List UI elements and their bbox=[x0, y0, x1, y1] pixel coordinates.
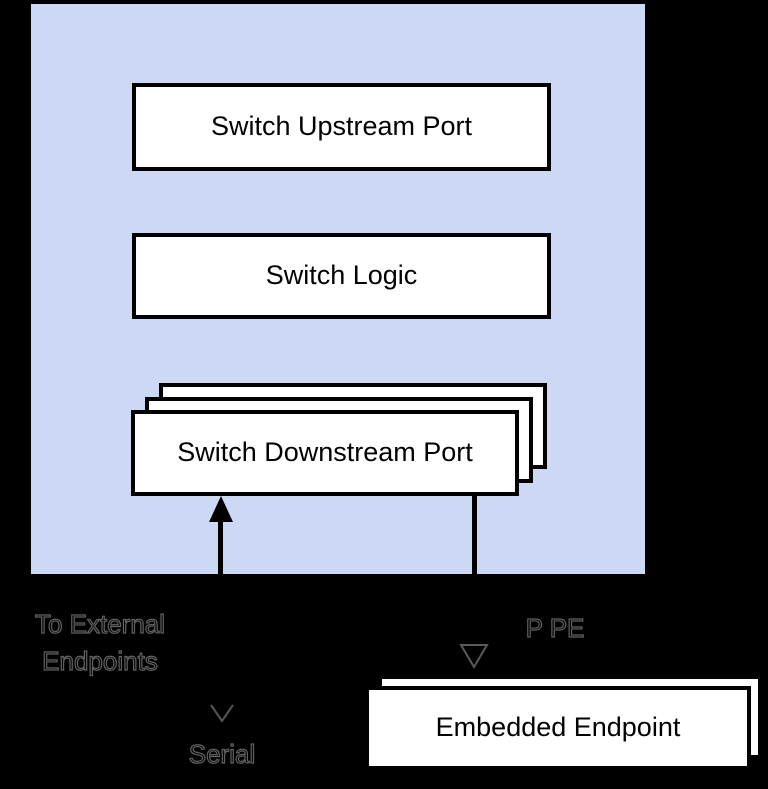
serial-connector-line bbox=[218, 518, 223, 577]
pipe-label: P PE bbox=[525, 612, 585, 643]
arrowhead-down-open-icon bbox=[207, 702, 237, 726]
switch-downstream-port-label: Switch Downstream Port bbox=[177, 437, 473, 468]
pipe-connector-line bbox=[472, 495, 477, 577]
switch-logic-label: Switch Logic bbox=[265, 260, 418, 291]
switch-upstream-port-box: Switch Upstream Port bbox=[132, 83, 551, 171]
arrowhead-down-outline-icon bbox=[458, 642, 490, 670]
switch-logic-box: Switch Logic bbox=[132, 233, 551, 319]
to-external-endpoints-label: To External Endpoints bbox=[34, 608, 166, 676]
embedded-endpoint-label: Embedded Endpoint bbox=[435, 712, 681, 743]
switch-upstream-port-label: Switch Upstream Port bbox=[210, 111, 473, 142]
serial-label: Serial bbox=[188, 738, 256, 769]
embedded-endpoint-box: Embedded Endpoint bbox=[365, 686, 751, 770]
arrow-up-icon bbox=[209, 496, 233, 522]
switch-downstream-port-box: Switch Downstream Port bbox=[131, 410, 519, 496]
